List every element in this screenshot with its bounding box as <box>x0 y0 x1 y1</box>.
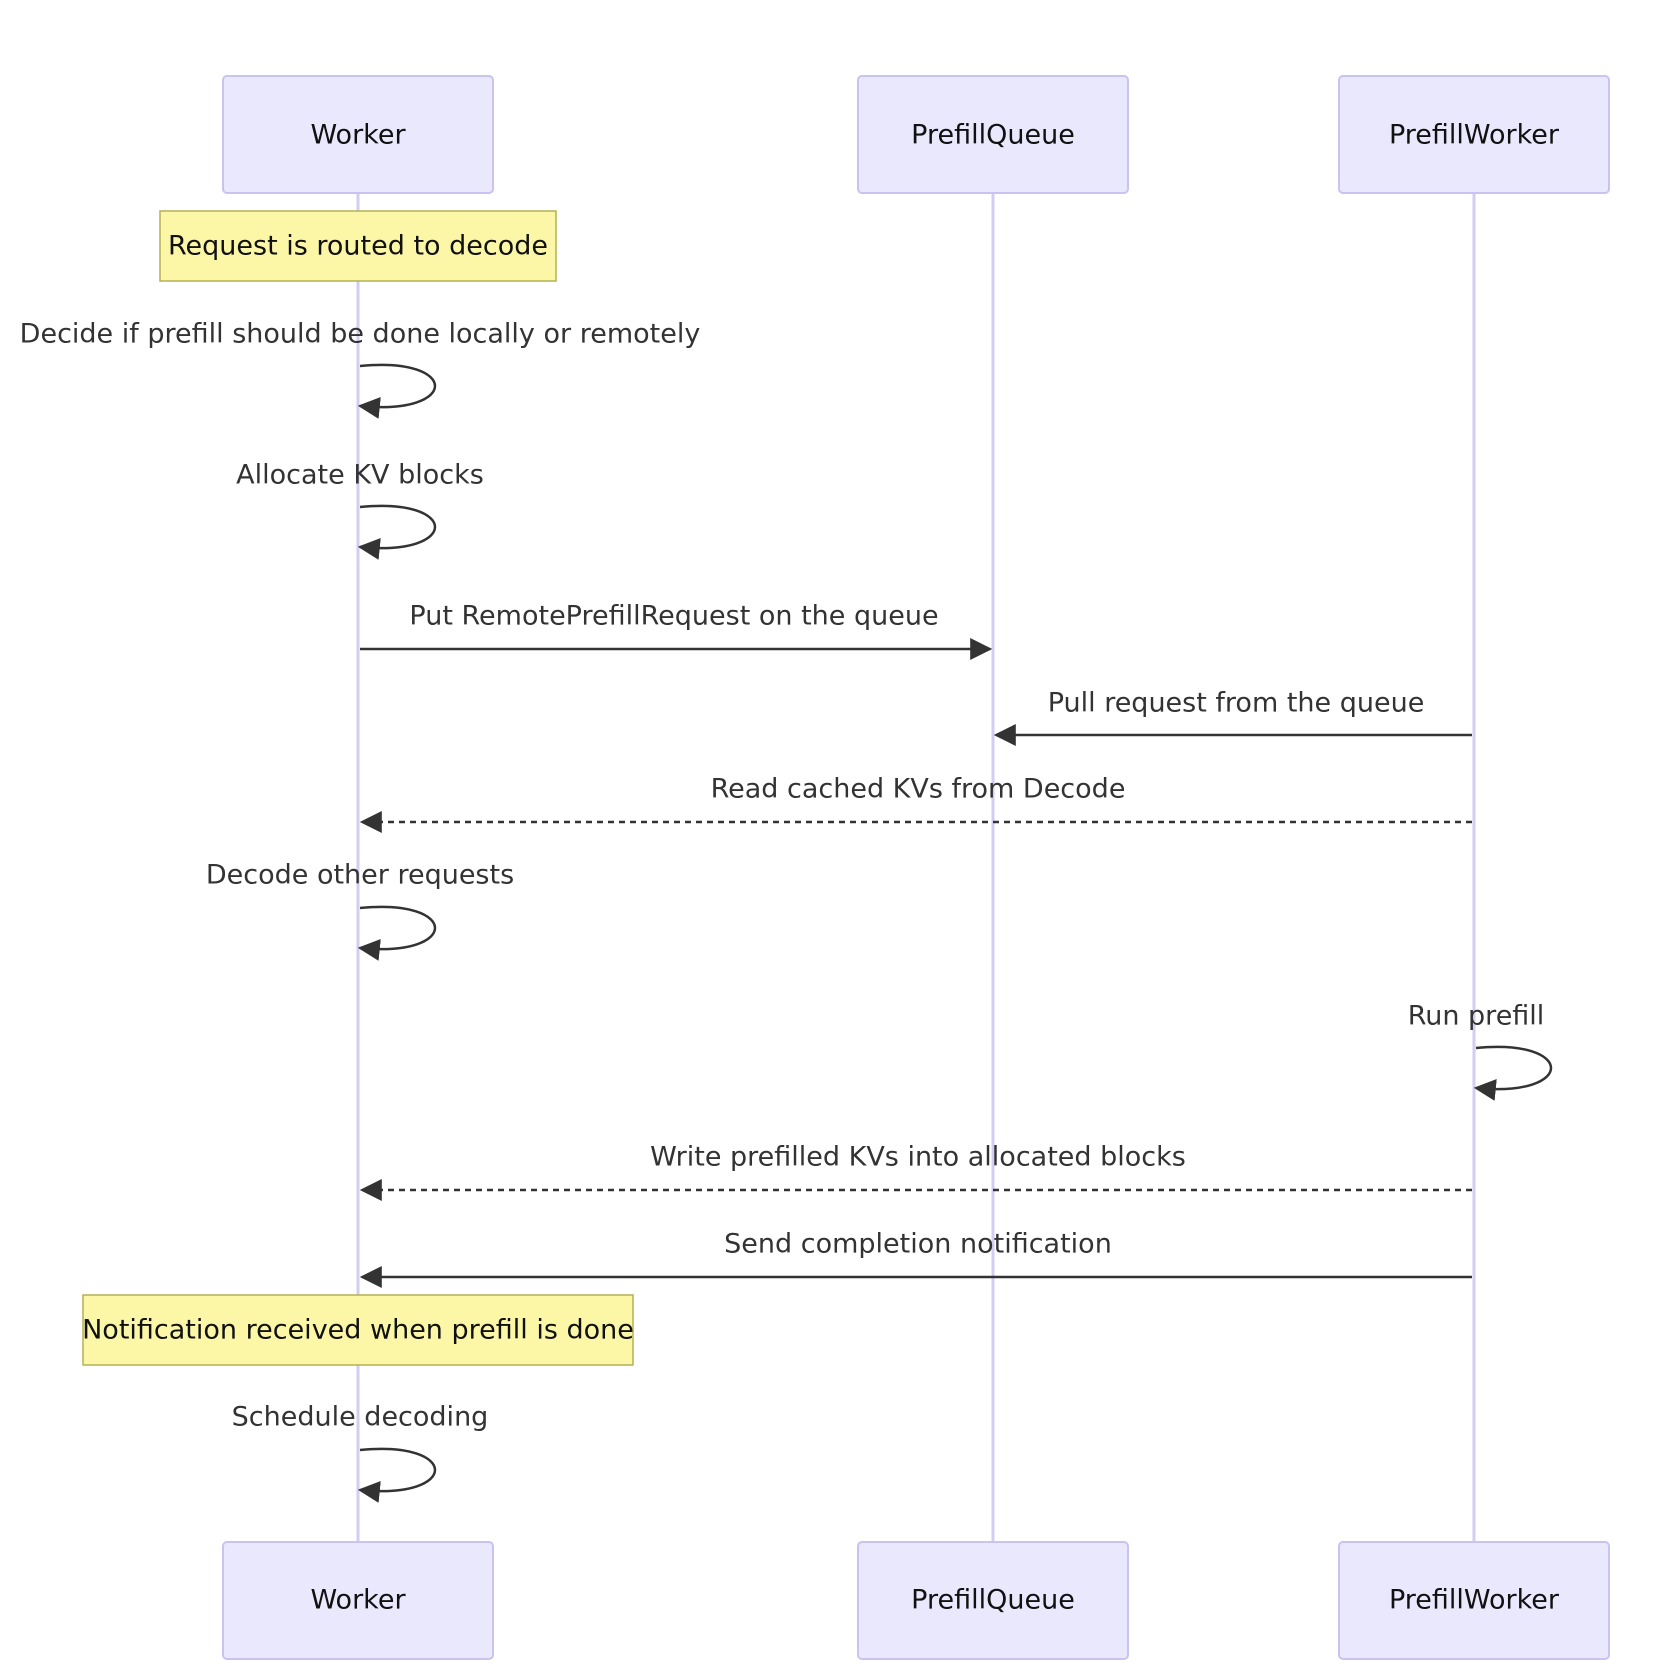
message-put-request: Put RemotePrefillRequest on the queue <box>360 601 993 660</box>
self-loop-arrow <box>357 1447 436 1503</box>
message-send-completion-label: Send completion notification <box>724 1229 1112 1260</box>
message-allocate-kv-label: Allocate KV blocks <box>236 460 484 491</box>
message-decide-prefill: Decide if prefill should be done locally… <box>20 319 701 419</box>
message-schedule-decoding-label: Schedule decoding <box>232 1402 489 1433</box>
actor-worker-top-label: Worker <box>310 120 406 151</box>
message-decide-prefill-label: Decide if prefill should be done locally… <box>20 319 701 350</box>
message-pull-request-label: Pull request from the queue <box>1048 688 1425 719</box>
note-request-routed-label: Request is routed to decode <box>168 231 548 262</box>
message-run-prefill: Run prefill <box>1408 1001 1552 1101</box>
message-put-request-label: Put RemotePrefillRequest on the queue <box>409 601 938 632</box>
self-loop-arrow <box>357 363 436 419</box>
note-notification-received: Notification received when prefill is do… <box>82 1294 634 1366</box>
message-pull-request: Pull request from the queue <box>993 688 1472 746</box>
message-read-cached-kvs-label: Read cached KVs from Decode <box>711 774 1126 805</box>
actor-prefillworker-top: PrefillWorker <box>1338 75 1610 194</box>
message-write-prefilled-label: Write prefilled KVs into allocated block… <box>650 1142 1186 1173</box>
self-loop-arrow <box>357 905 436 961</box>
self-loop-arrow <box>1473 1045 1552 1101</box>
actor-prefillqueue-top-label: PrefillQueue <box>911 120 1075 151</box>
actor-worker-bottom: Worker <box>222 1541 494 1660</box>
actor-prefillqueue-bottom-label: PrefillQueue <box>911 1585 1075 1616</box>
actor-prefillqueue-top: PrefillQueue <box>857 75 1129 194</box>
message-schedule-decoding: Schedule decoding <box>232 1402 489 1503</box>
message-read-cached-kvs: Read cached KVs from Decode <box>359 774 1472 833</box>
note-notification-received-label: Notification received when prefill is do… <box>82 1315 634 1346</box>
message-decode-other-label: Decode other requests <box>206 860 514 891</box>
message-allocate-kv: Allocate KV blocks <box>236 460 484 560</box>
message-run-prefill-label: Run prefill <box>1408 1001 1545 1032</box>
message-decode-other: Decode other requests <box>206 860 514 961</box>
actor-prefillworker-bottom-label: PrefillWorker <box>1389 1585 1560 1616</box>
actor-prefillworker-bottom: PrefillWorker <box>1338 1541 1610 1660</box>
actor-worker-top: Worker <box>222 75 494 194</box>
actor-worker-bottom-label: Worker <box>310 1585 406 1616</box>
actor-prefillqueue-bottom: PrefillQueue <box>857 1541 1129 1660</box>
message-write-prefilled: Write prefilled KVs into allocated block… <box>359 1142 1472 1201</box>
self-loop-arrow <box>357 504 436 560</box>
actor-prefillworker-top-label: PrefillWorker <box>1389 120 1560 151</box>
note-request-routed: Request is routed to decode <box>159 210 557 282</box>
message-send-completion: Send completion notification <box>359 1229 1472 1288</box>
